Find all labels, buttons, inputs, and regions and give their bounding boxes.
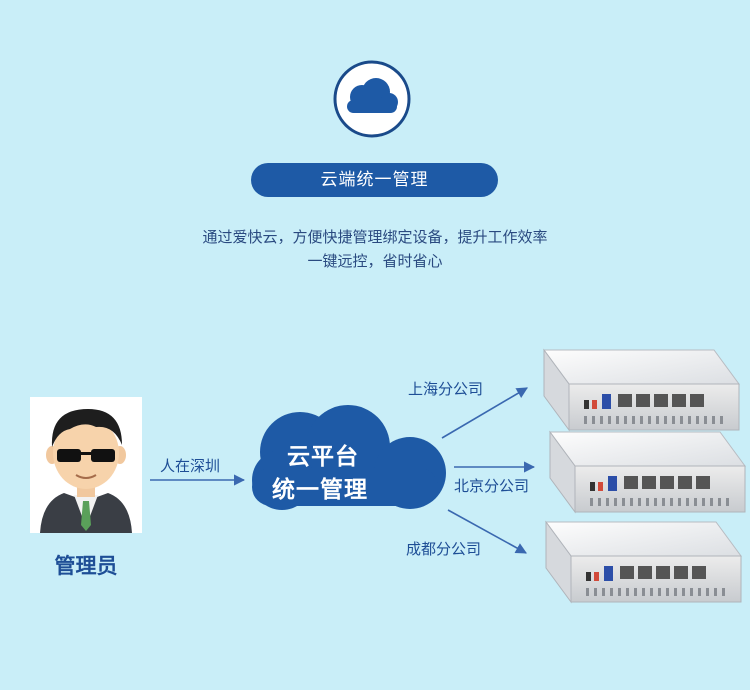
administrator-label: 管理员: [54, 554, 118, 578]
description-line-1: 通过爱快云，方便快捷管理绑定设备，提升工作效率: [202, 228, 548, 246]
router-device-beijing: [549, 431, 746, 513]
edge-label-shenzhen: 人在深圳: [160, 457, 221, 475]
router-device-chengdu: [545, 521, 742, 603]
arrow-to-shanghai: [441, 387, 528, 439]
administrator-avatar: [30, 397, 142, 533]
router-device-shanghai: [543, 349, 740, 431]
description-line-2: 一键远控，省时省心: [307, 252, 443, 270]
page-title: 云端统一管理: [251, 163, 498, 197]
administrator-avatar-icon: [40, 409, 132, 533]
cloud-icon: [333, 60, 411, 138]
arrow-to-chengdu: [447, 509, 527, 554]
edge-label-shanghai: 上海分公司: [408, 380, 484, 398]
edge-label-chengdu: 成都分公司: [406, 540, 482, 558]
cloud-platform-line-2: 统一管理: [272, 477, 368, 503]
cloud-platform-node: [252, 405, 446, 510]
cloud-platform-line-1: 云平台: [287, 444, 359, 470]
edge-label-beijing: 北京分公司: [454, 477, 530, 495]
